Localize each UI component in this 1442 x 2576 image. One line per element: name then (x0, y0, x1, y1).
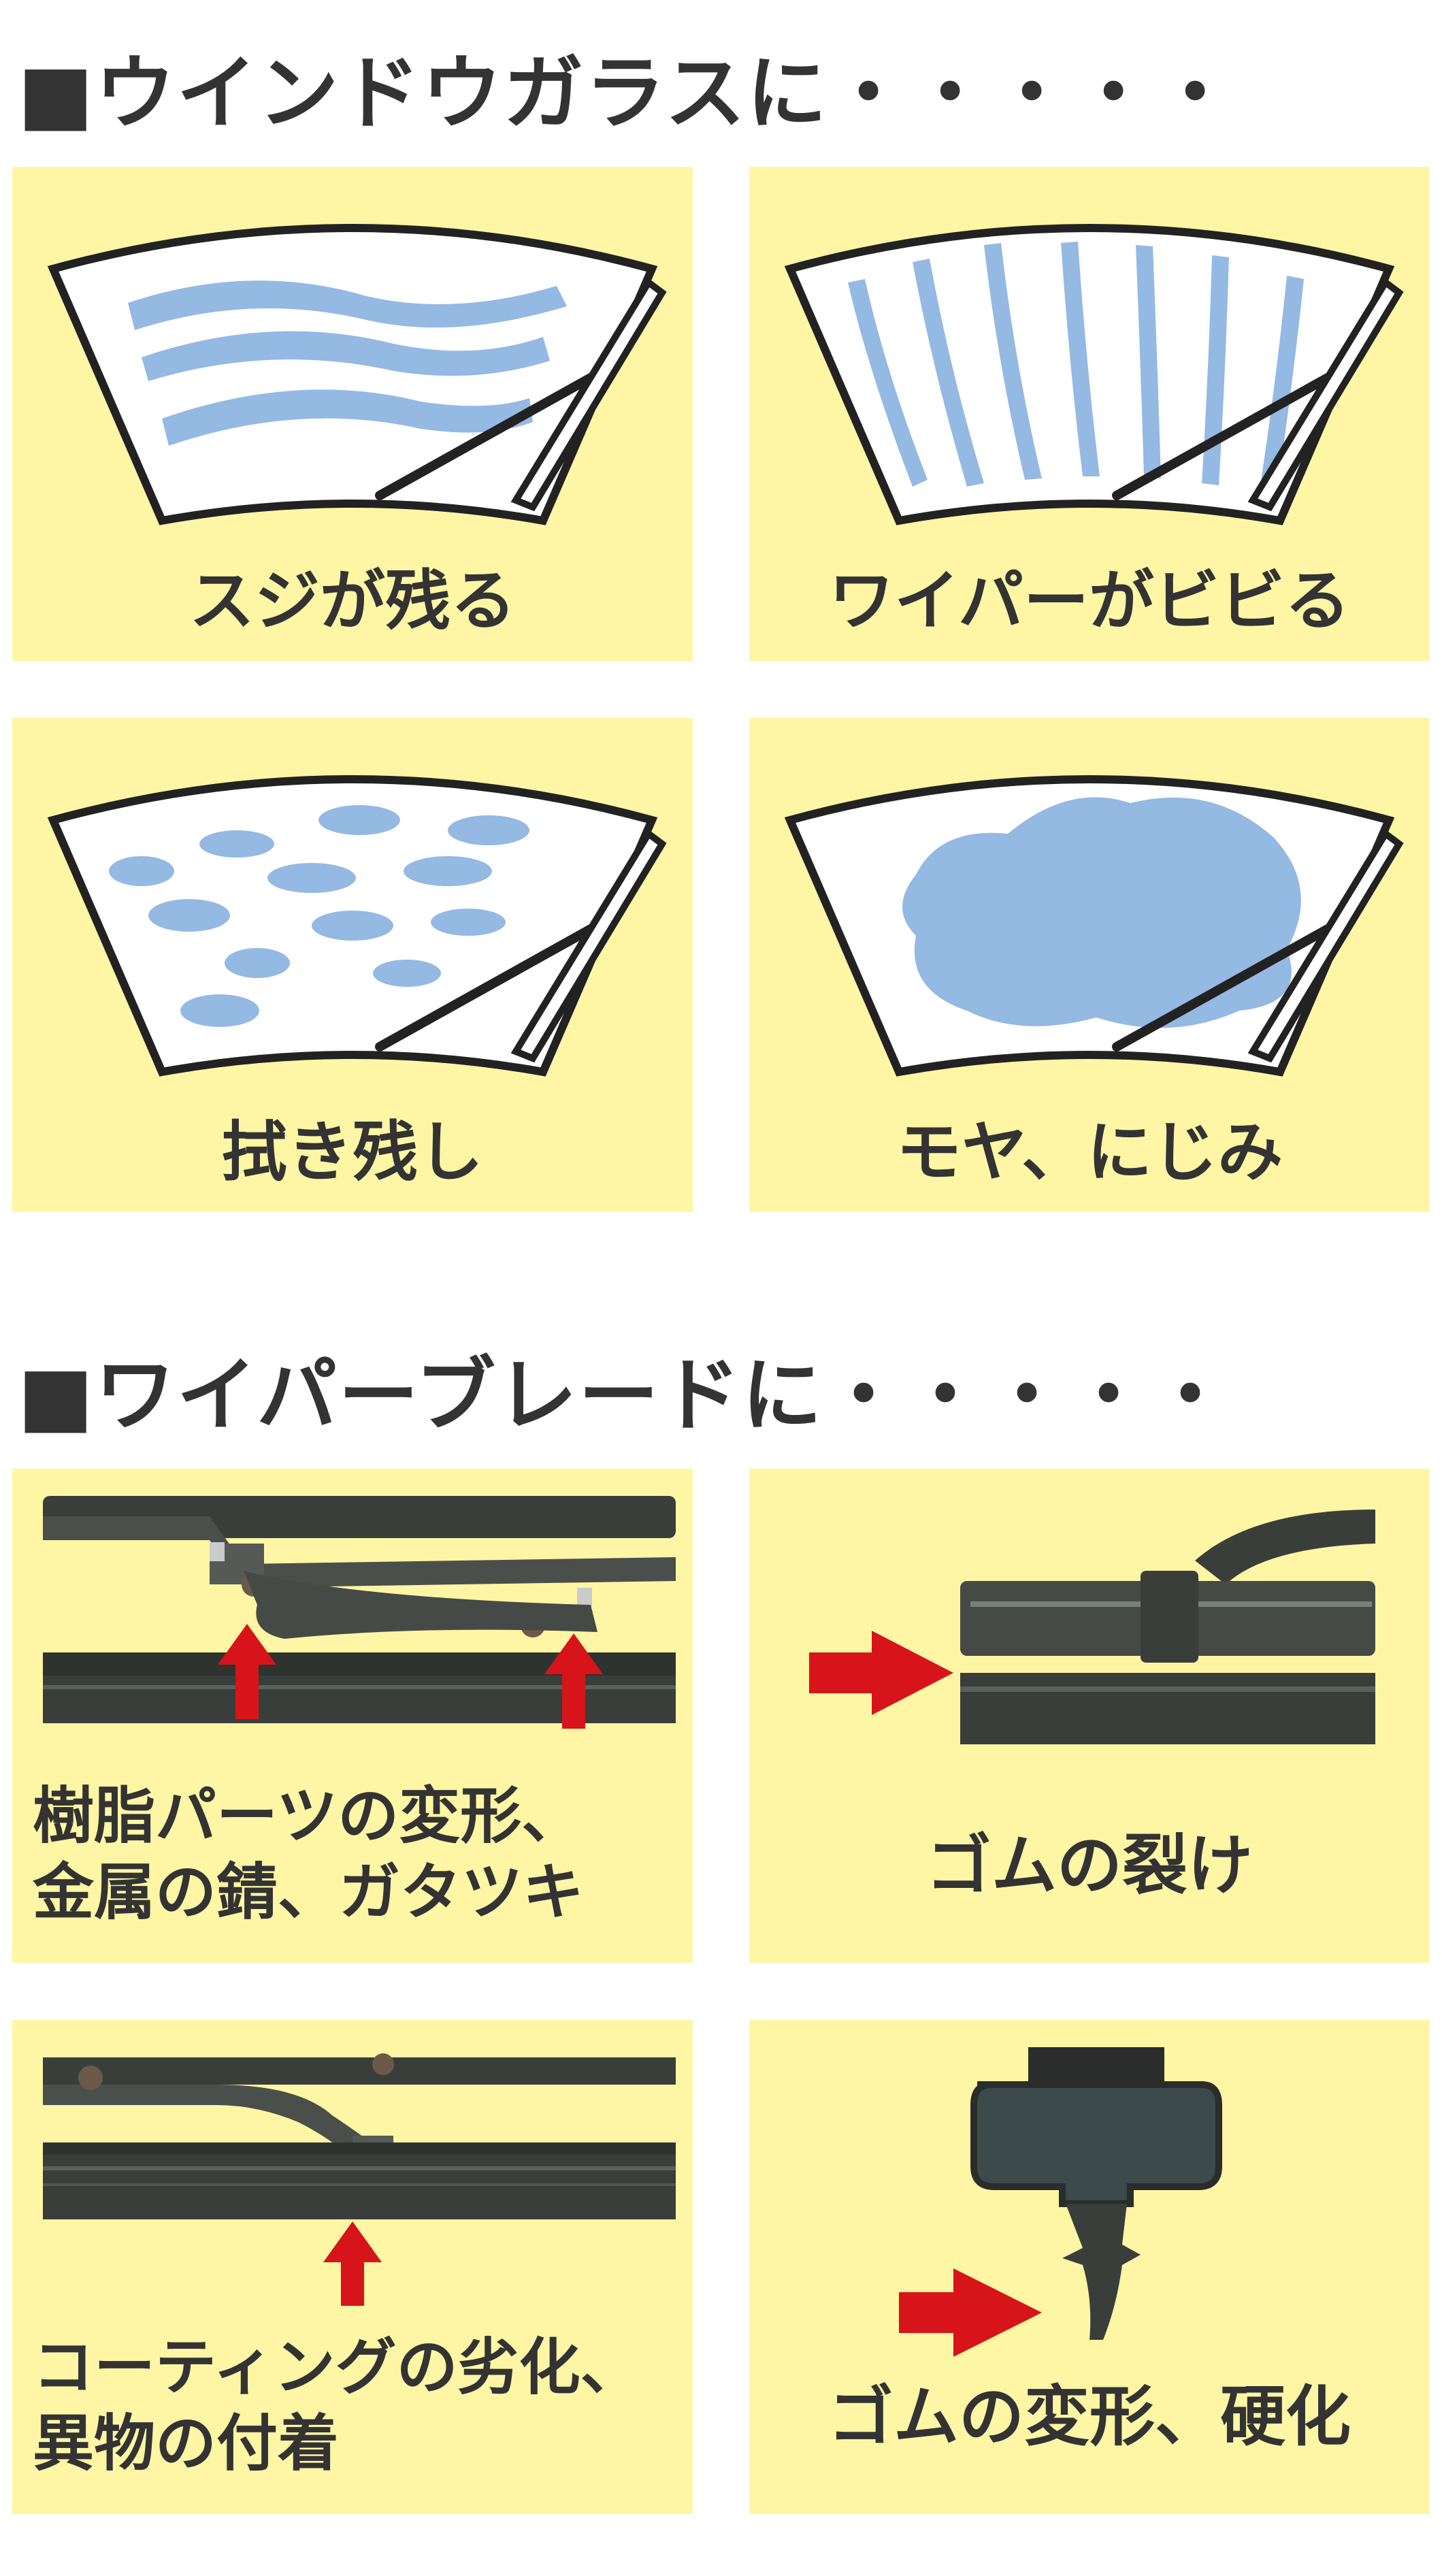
red-arrow-icon (899, 2268, 1042, 2357)
section-title-windshield: ■ウインドウガラスに・・・・・ (18, 46, 1237, 140)
rubber-tear-photo-illustration (809, 1510, 1375, 1744)
red-arrow-icon (323, 2221, 382, 2306)
blade-coating-photo-illustration (43, 2053, 676, 2306)
panel-caption: ワイパーがビビる (828, 563, 1351, 639)
panel-caption: コーティングの劣化、 異物の付着 (33, 2330, 686, 2482)
wiper-arm-icon (375, 828, 667, 1063)
panel-caption: 拭き残し (222, 1114, 483, 1190)
windshield-streaks-illustration (47, 224, 667, 525)
wiper-arm-icon (375, 277, 667, 512)
section-title-blade: ■ワイパーブレードに・・・・・ (18, 1348, 1232, 1442)
panel-missed-spots: 拭き残し (12, 718, 693, 1212)
panel-caption: スジが残る (189, 563, 516, 639)
red-arrow-icon (809, 1631, 953, 1715)
caption-line: 樹脂パーツの変形、 (33, 1780, 583, 1852)
windshield-spots-illustration (47, 775, 667, 1077)
panel-rubber-deformation: ゴムの変形、硬化 (749, 2020, 1430, 2514)
panel-caption: 樹脂パーツの変形、 金属の錆、ガタツキ (33, 1778, 686, 1931)
red-arrow-icon (218, 1624, 276, 1719)
wiper-arm-icon (1112, 277, 1404, 512)
panel-coating: コーティングの劣化、 異物の付着 (12, 2020, 693, 2514)
blade-frame-photo-illustration (43, 1496, 676, 1729)
wiper-arm-icon (1112, 828, 1404, 1063)
caption-line: 異物の付着 (33, 2408, 339, 2479)
panel-chatter: ワイパーがビビる (749, 167, 1430, 661)
panel-rust: 樹脂パーツの変形、 金属の錆、ガタツキ (12, 1469, 693, 1963)
red-arrow-icon (544, 1633, 603, 1729)
panel-caption: ゴムの変形、硬化 (828, 2379, 1351, 2455)
windshield-haze-illustration (784, 775, 1404, 1077)
panel-streaks: スジが残る (12, 167, 693, 661)
caption-line: コーティングの劣化、 (33, 2332, 642, 2403)
panel-caption: モヤ、にじみ (896, 1114, 1283, 1190)
panel-haze: モヤ、にじみ (749, 718, 1430, 1212)
windshield-chatter-illustration (784, 224, 1404, 525)
caption-line: 金属の錆、ガタツキ (33, 1857, 584, 1928)
panel-rubber-tear: ゴムの裂け (749, 1469, 1430, 1963)
rubber-deformation-photo-illustration (899, 2047, 1222, 2357)
panel-caption: ゴムの裂け (926, 1827, 1253, 1904)
